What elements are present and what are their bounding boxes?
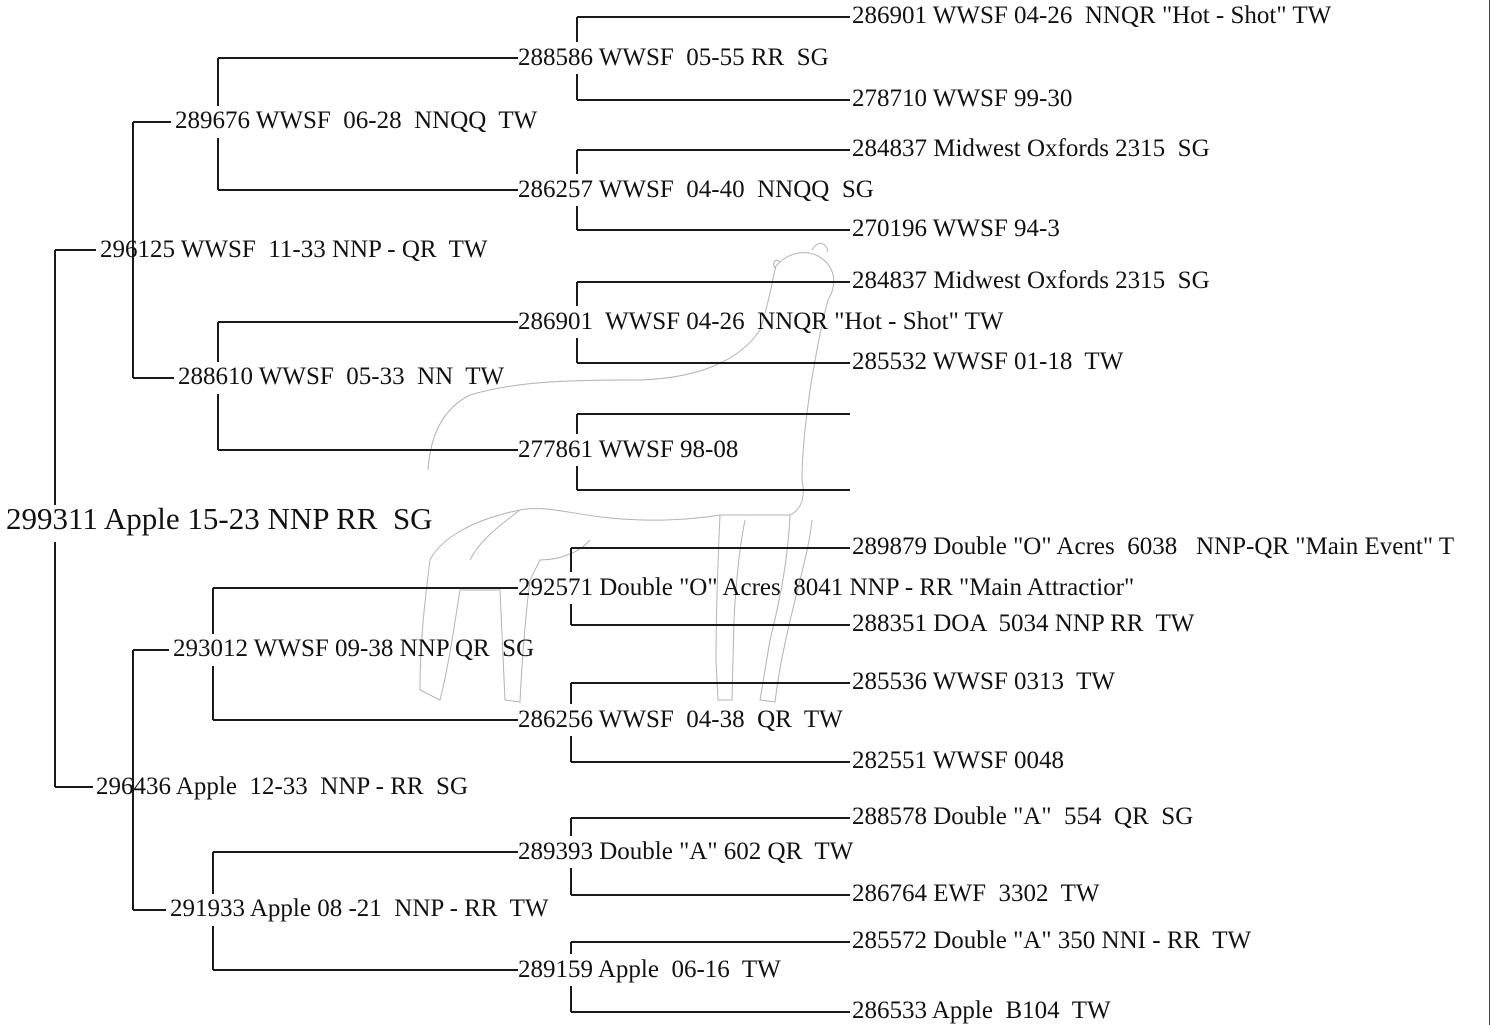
dam-label: 296436 Apple 12-33 NNP - RR SG [96, 773, 469, 800]
g3-label-5: 286256 WWSF 04-38 QR TW [518, 706, 843, 733]
g4-label-8: 289879 Double "O" Acres 6038 NNP-QR "Mai… [852, 533, 1455, 560]
g4-label-9: 288351 DOA 5034 NNP RR TW [852, 610, 1195, 637]
g4-label-12: 288578 Double "A" 554 QR SG [852, 803, 1194, 830]
g4-label-2: 284837 Midwest Oxfords 2315 SG [852, 135, 1210, 162]
sire-sire-label: 289676 WWSF 06-28 NNQQ TW [175, 107, 538, 134]
g4-label-1: 278710 WWSF 99-30 [852, 85, 1073, 112]
right-border-line [1489, 0, 1490, 1025]
g4-label-4: 284837 Midwest Oxfords 2315 SG [852, 267, 1210, 294]
g4-label-15: 286533 Apple B104 TW [852, 997, 1111, 1024]
dam-dam-label: 291933 Apple 08 -21 NNP - RR TW [170, 895, 549, 922]
g3-label-0: 288586 WWSF 05-55 RR SG [518, 44, 829, 71]
dam-sire-label: 293012 WWSF 09-38 NNP QR SG [173, 635, 535, 662]
g3-label-7: 289159 Apple 06-16 TW [518, 956, 781, 983]
g4-label-13: 286764 EWF 3302 TW [852, 880, 1100, 907]
g4-label-3: 270196 WWSF 94-3 [852, 215, 1060, 242]
sire-label: 296125 WWSF 11-33 NNP - QR TW [100, 236, 488, 263]
g4-label-10: 285536 WWSF 0313 TW [852, 668, 1115, 695]
root-animal-label: 299311 Apple 15-23 NNP RR SG [6, 501, 433, 536]
sire-dam-label: 288610 WWSF 05-33 NN TW [178, 363, 505, 390]
g3-label-3: 277861 WWSF 98-08 [518, 436, 739, 463]
g3-label-1: 286257 WWSF 04-40 NNQQ SG [518, 176, 874, 203]
g3-label-2: 286901 WWSF 04-26 NNQR "Hot - Shot" TW [518, 308, 1004, 335]
g4-label-14: 285572 Double "A" 350 NNI - RR TW [852, 927, 1252, 954]
sheep-watermark [419, 243, 835, 703]
g4-label-11: 282551 WWSF 0048 [852, 747, 1065, 774]
g4-label-0: 286901 WWSF 04-26 NNQR "Hot - Shot" TW [852, 2, 1332, 29]
connector-lines [54, 16, 850, 1013]
g3-label-6: 289393 Double "A" 602 QR TW [518, 838, 854, 865]
g3-label-4: 292571 Double "O" Acres 8041 NNP - RR "M… [518, 574, 1135, 601]
g4-label-5: 285532 WWSF 01-18 TW [852, 348, 1124, 375]
